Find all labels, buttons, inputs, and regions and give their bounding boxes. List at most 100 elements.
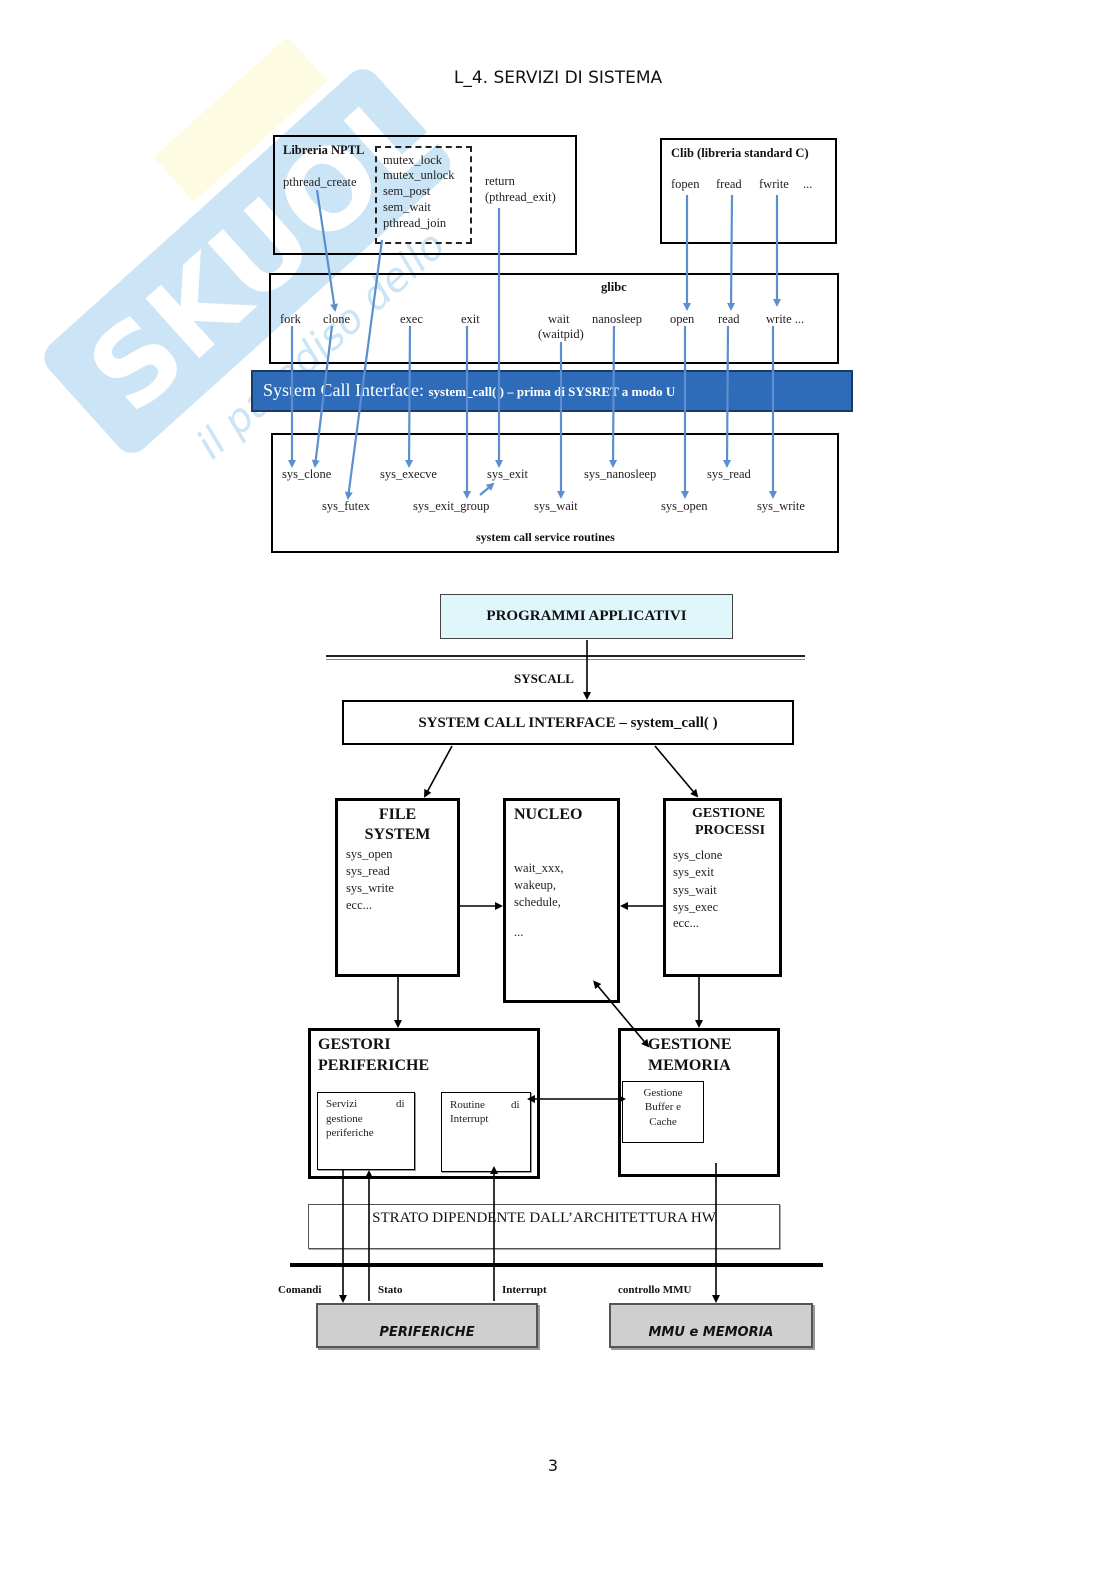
strato-hw-box: STRATO DIPENDENTE DALL’ARCHITETTURA HW [308, 1204, 780, 1249]
buffer-cache-box [622, 1081, 704, 1143]
fs-item: sys_write [346, 881, 394, 895]
memoria-title: GESTIONE [648, 1036, 732, 1053]
nptl-return-sub: (pthread_exit) [485, 190, 556, 204]
buffer-text: Gestione [643, 1087, 683, 1099]
processi-item: sys_wait [673, 883, 717, 897]
nucleo-item: schedule, [514, 895, 561, 909]
buffer-text: Cache [649, 1116, 677, 1128]
glibc-item-fork: fork [280, 312, 301, 326]
routine-sys-exit-group: sys_exit_group [413, 499, 490, 513]
glibc-item-waitpid: (waitpid) [538, 327, 584, 341]
page-title: L_4. SERVIZI DI SISTEMA [453, 68, 663, 88]
fs-item: sys_open [346, 847, 393, 861]
servizi-text: periferiche [326, 1127, 374, 1139]
gestori-title-2: PERIFERICHE [318, 1057, 430, 1074]
routine-text: Routine [450, 1099, 485, 1111]
clib-item-fopen: fopen [671, 177, 700, 191]
nptl-pthread-create: pthread_create [283, 175, 357, 189]
glibc-item-clone: clone [323, 312, 351, 326]
nptl-sync-item: pthread_join [383, 216, 447, 230]
service-routines-box [271, 433, 839, 553]
nucleo-box [503, 798, 620, 1003]
apps-box: PROGRAMMI APPLICATIVI [440, 594, 733, 639]
file-system-title: FILE [378, 806, 417, 823]
routine-text-di: di [511, 1099, 520, 1111]
nucleo-item: ... [514, 925, 524, 939]
nptl-title: Libreria NPTL [283, 143, 365, 157]
nucleo-item: wakeup, [514, 878, 556, 892]
fs-item: sys_read [346, 864, 390, 878]
arrow-sci-to-processi [654, 745, 699, 798]
nucleo-item: wait_xxx, [514, 861, 564, 875]
nptl-sync-dashed-box [375, 146, 472, 244]
signal-interrupt: Interrupt [502, 1284, 547, 1296]
nucleo-title: NUCLEO [514, 806, 583, 823]
clib-box [660, 138, 837, 244]
routine-interrupt-box [441, 1092, 531, 1172]
routine-sys-exit: sys_exit [487, 467, 528, 481]
hw-periferiche-label: PERIFERICHE [379, 1325, 475, 1340]
buffer-text: Buffer e [644, 1101, 682, 1113]
routine-sys-wait: sys_wait [534, 499, 578, 513]
strato-hw-label: STRATO DIPENDENTE DALL’ARCHITETTURA HW [372, 1210, 716, 1226]
processi-item: sys_clone [673, 848, 723, 862]
glibc-item-nanosleep: nanosleep [592, 312, 642, 326]
nptl-sync-item: sem_wait [383, 200, 431, 214]
routine-sys-read: sys_read [707, 467, 751, 481]
signal-stato: Stato [378, 1284, 403, 1296]
processi-item: sys_exec [673, 900, 719, 914]
clib-item-ellipsis: ... [803, 177, 813, 191]
glibc-item-write: write ... [766, 312, 805, 326]
hw-memoria-label: MMU e MEMORIA [648, 1325, 774, 1340]
glibc-item-open: open [670, 312, 695, 326]
memoria-title-2: MEMORIA [648, 1057, 731, 1074]
glibc-item-exit: exit [461, 312, 480, 326]
routine-sys-execve: sys_execve [380, 467, 437, 481]
sci-sublabel: system_call( ) – prima di SYSRET a modo … [428, 384, 676, 399]
user-kernel-divider [326, 655, 805, 660]
clib-item-fread: fread [716, 177, 742, 191]
hw-memoria-box: MMU e MEMORIA [609, 1303, 813, 1348]
file-system-title-2: SYSTEM [364, 826, 431, 843]
gestori-periferiche-box [308, 1028, 540, 1179]
nptl-sync-item: sem_post [383, 184, 431, 198]
signal-controllo-mmu: controllo MMU [618, 1284, 692, 1296]
processi-title-2: PROCESSI [695, 823, 766, 838]
glibc-title: glibc [601, 280, 627, 294]
servizi-text: gestione [326, 1113, 363, 1125]
nptl-sync-item: mutex_lock [383, 153, 443, 167]
sci-box-label: SYSTEM CALL INTERFACE – system_call( ) [418, 715, 718, 731]
apps-label: PROGRAMMI APPLICATIVI [486, 608, 687, 624]
clib-item-fwrite: fwrite [759, 177, 789, 191]
nptl-library-box [273, 135, 577, 255]
glibc-item-read: read [718, 312, 740, 326]
syscall-label: SYSCALL [514, 671, 574, 686]
service-routines-footer: system call service routines [476, 530, 615, 544]
glibc-item-exec: exec [400, 312, 423, 326]
servizi-text: Servizi [326, 1098, 358, 1110]
routine-sys-write: sys_write [757, 499, 805, 513]
clib-title: Clib (libreria standard C) [671, 146, 809, 160]
glibc-box [269, 273, 839, 364]
sci-box: SYSTEM CALL INTERFACE – system_call( ) [342, 700, 794, 745]
routine-sys-futex: sys_futex [322, 499, 370, 513]
routine-sys-open: sys_open [661, 499, 708, 513]
page-number: 3 [547, 1456, 559, 1475]
hw-divider [290, 1263, 823, 1267]
routine-sys-nanosleep: sys_nanosleep [584, 467, 657, 481]
system-call-interface-bar: System Call Interface: system_call( ) – … [251, 370, 853, 412]
nptl-return: return [485, 174, 515, 188]
gestori-title: GESTORI [318, 1036, 391, 1053]
routine-sys-clone: sys_clone [282, 467, 332, 481]
glibc-item-wait: wait [548, 312, 570, 326]
sci-label: System Call Interface: [263, 380, 424, 400]
nptl-sync-item: mutex_unlock [383, 168, 455, 182]
servizi-text-di: di [396, 1098, 405, 1110]
processi-item: ecc... [673, 916, 700, 930]
fs-item: ecc... [346, 898, 373, 912]
signal-comandi: Comandi [278, 1284, 322, 1296]
routine-text: Interrupt [450, 1113, 489, 1125]
processi-item: sys_exit [673, 865, 714, 879]
processi-title: GESTIONE [692, 806, 766, 821]
processi-box [663, 798, 782, 977]
